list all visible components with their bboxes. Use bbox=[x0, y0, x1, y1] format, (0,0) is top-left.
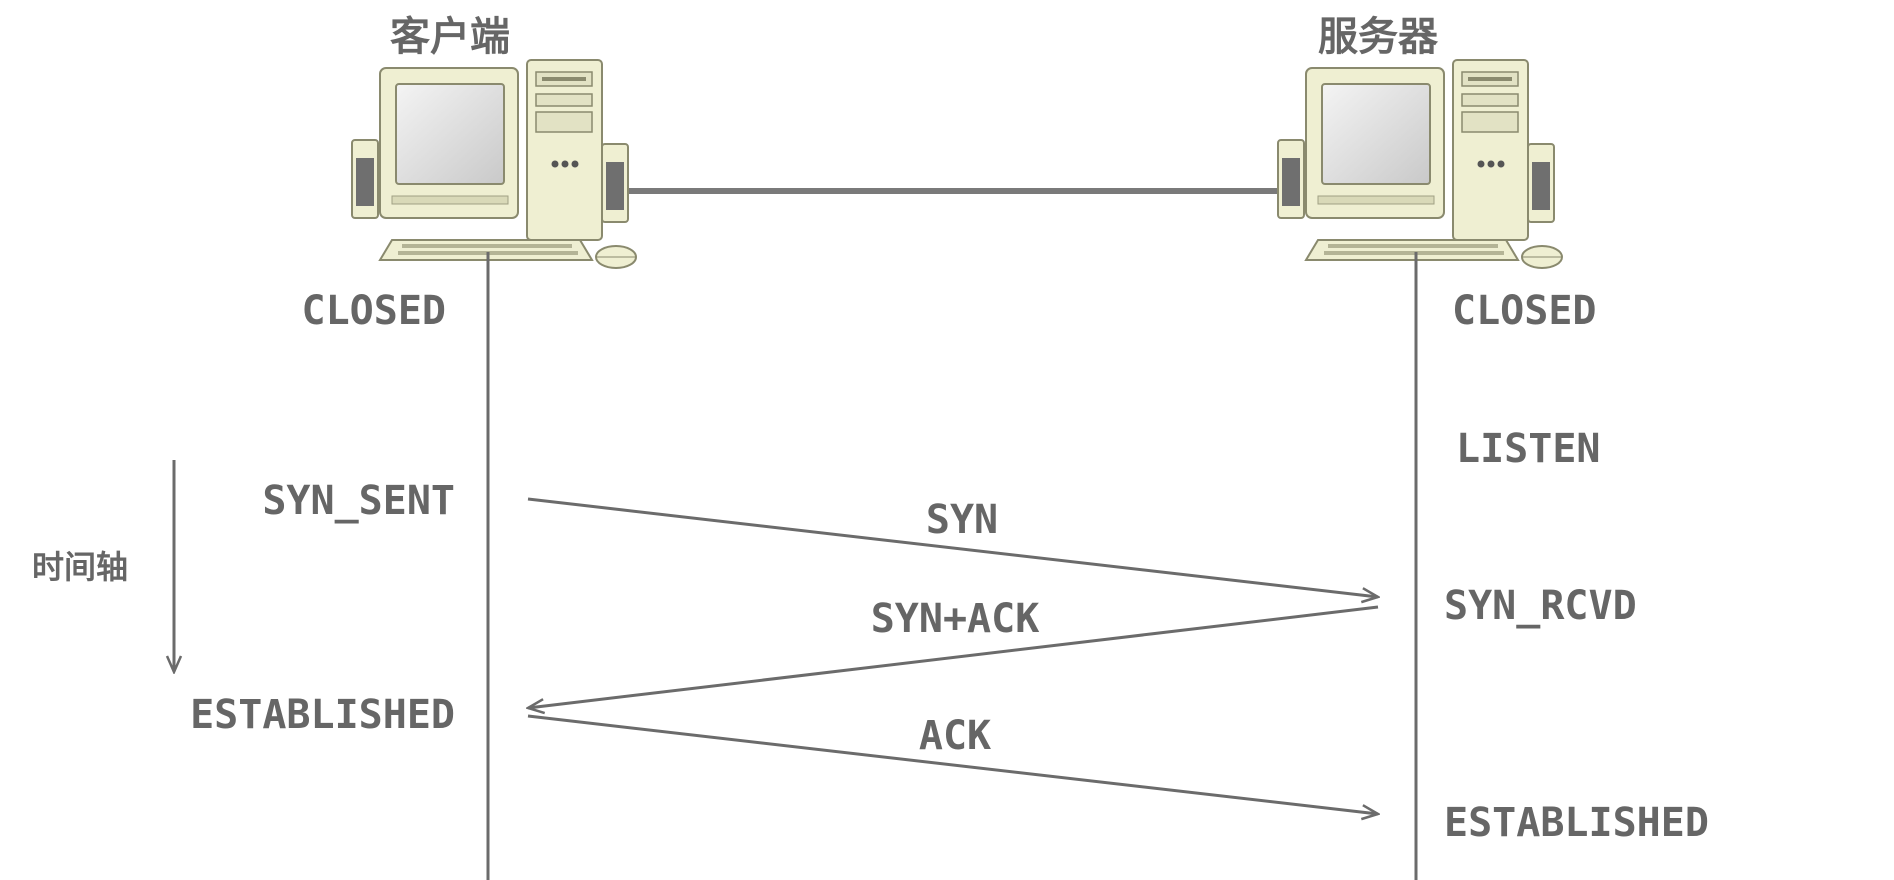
syn-arrow bbox=[527, 497, 1378, 597]
client-state-syn-sent: SYN_SENT bbox=[262, 478, 455, 524]
ack-label: ACK bbox=[919, 713, 991, 759]
ack-arrow bbox=[527, 714, 1378, 814]
syn-ack-arrow bbox=[528, 605, 1379, 708]
server-computer-icon bbox=[1277, 59, 1563, 269]
syn-ack-label: SYN+ACK bbox=[871, 596, 1040, 642]
client-state-established: ESTABLISHED bbox=[190, 692, 455, 738]
syn-label: SYN bbox=[926, 497, 998, 543]
time-axis-label: 时间轴 bbox=[32, 548, 128, 586]
client-state-closed: CLOSED bbox=[302, 288, 447, 334]
server-state-syn-rcvd: SYN_RCVD bbox=[1444, 583, 1637, 629]
server-state-listen: LISTEN bbox=[1456, 426, 1601, 472]
client-computer-icon bbox=[351, 59, 637, 269]
server-state-closed: CLOSED bbox=[1452, 288, 1597, 334]
server-title: 服务器 bbox=[1318, 13, 1439, 60]
server-state-established: ESTABLISHED bbox=[1444, 800, 1709, 846]
client-title: 客户端 bbox=[390, 13, 510, 60]
